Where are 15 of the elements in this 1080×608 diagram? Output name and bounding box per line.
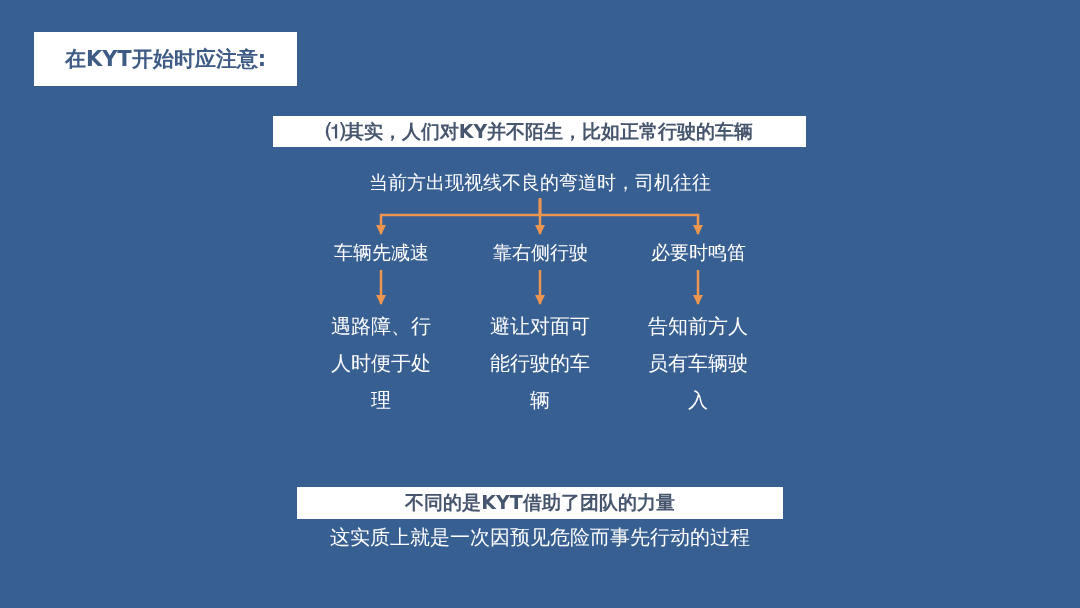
arrow: [693, 270, 703, 305]
action-text: 必要时鸣笛: [638, 238, 758, 266]
arrow: [535, 270, 545, 305]
arrow: [376, 270, 386, 305]
situation-text: 当前方出现视线不良的弯道时，司机往往: [330, 168, 750, 196]
note-text: 这实质上就是一次因预见危险而事先行动的过程: [329, 524, 751, 551]
action-text: 车辆先减速: [321, 238, 441, 266]
conclusion-band: 不同的是KYT借助了团队的力量: [297, 487, 783, 519]
title-banner: 在KYT开始时应注意:: [34, 32, 297, 86]
reason-text: 告知前方人员有车辆驶入: [645, 308, 751, 419]
heading-band: ⑴其实，人们对KY并不陌生，比如正常行驶的车辆: [273, 116, 806, 147]
reason-text: 避让对面可能行驶的车辆: [487, 308, 593, 419]
action-text: 靠右侧行驶: [480, 238, 600, 266]
arrow: [538, 198, 703, 235]
reason-text: 遇路障、行人时便于处理: [328, 308, 434, 419]
